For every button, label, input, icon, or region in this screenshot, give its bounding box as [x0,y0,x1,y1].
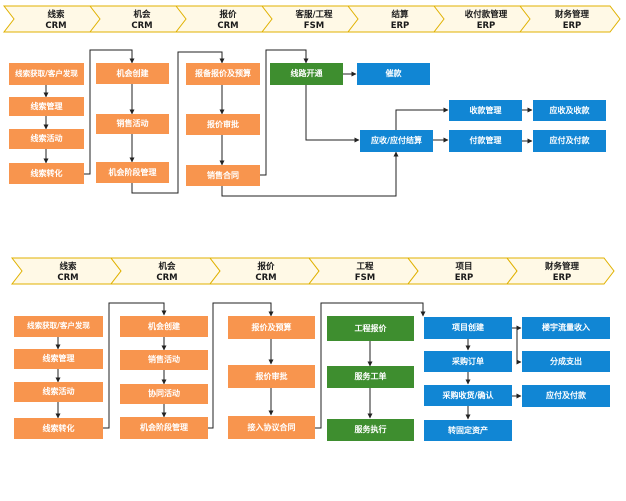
flow1-connector [84,49,135,175]
flow2-traffic-income-box: 楼宇流量收入 [522,317,610,339]
flow2-collab-activity-box: 协同活动 [120,384,208,404]
flow1-lead-activity-box: 线索活动 [9,129,84,149]
flow2-service-exec-box: 服务执行 [327,419,414,441]
flow1-sales-activity-box: 销售活动 [96,114,169,134]
flow1-stage-7-chevron [518,5,621,33]
flow2-fixed-asset-box: 转固定资产 [424,420,512,441]
flow1-stage-7-name: 财务管理 [554,9,590,20]
flow1-lead-manage-box: 线索管理 [9,97,84,116]
flow2-lead-acquire-box: 线索获取/客户发现 [14,316,103,337]
flow1-stage-1-system: CRM [45,21,66,31]
flow1-connector [221,151,399,197]
flow1-connector [305,85,360,143]
flow1-stage-header [2,5,621,33]
flow2-opp-create-box: 机会创建 [120,316,208,337]
flow2-project-create-box: 项目创建 [424,317,512,339]
flow2-stage-5-name: 项目 [455,262,472,272]
flow1-stage-3-system: CRM [217,21,238,31]
flow2-sales-activity-box: 销售活动 [120,350,208,370]
flow1-stage-5-system: ERP [391,21,410,31]
flow2-connector [315,302,426,429]
flow1-stage-2-name: 机会 [133,9,151,20]
flow1-stage-4-name: 客服/工程 [294,9,333,20]
flow2-lead-activity-box: 线索活动 [14,382,103,402]
flow1-connector [395,107,449,130]
flow2-opp-stage-box: 机会阶段管理 [120,417,208,439]
flow1-stage-5-name: 结算 [391,9,409,20]
flow1-stage-2-system: CRM [131,21,152,31]
flow2-stage-5-system: ERP [455,273,474,283]
flow2-stage-2-name: 机会 [158,261,176,272]
flow2-eng-quote-box: 工程报价 [327,316,414,341]
flow1-stage-7-system: ERP [563,21,582,31]
flow1-payment-manage-box: 付款管理 [449,130,522,152]
flow1-collect-box: 催款 [357,63,430,85]
flow1-sales-contract-box: 销售合同 [186,165,260,186]
flow2-stage-6-chevron [505,257,615,285]
flow2-stage-1-system: CRM [57,273,78,283]
flow1-opp-create-box: 机会创建 [96,63,169,84]
flow1-line-open-box: 线路开通 [270,63,343,85]
flow2-stage-header [10,257,615,285]
flow2-connector [516,328,522,365]
flow2-stage-6-system: ERP [553,273,572,283]
flow2-stage-2-system: CRM [156,273,177,283]
flow1-ap-box: 应付及付款 [533,130,606,152]
flow2-contract-box: 接入协议合同 [228,416,315,439]
flow2-stage-6-name: 财务管理 [544,261,580,272]
flow2-quote-review-box: 报价审批 [228,365,315,388]
flow2-purchase-receipt-box: 采购收货/确认 [424,385,512,406]
flow2-stage-1-name: 线索 [59,261,77,272]
flow1-quote-review-box: 报价审批 [186,114,260,135]
flow1-connector [131,51,225,194]
flow2-lead-manage-box: 线索管理 [14,349,103,369]
flow2-connector [103,302,167,429]
flow2-ap-box: 应付及付款 [522,385,610,407]
flow1-stage-1-name: 线索 [47,9,65,20]
flow2-lead-convert-box: 线索转化 [14,418,103,439]
flow1-connectors [43,49,533,197]
flow1-lead-acquire-box: 线索获取/客户发现 [9,63,84,85]
flow1-ar-box: 应收及收款 [533,100,606,121]
flow2-service-order-box: 服务工单 [327,366,414,388]
flow1-opp-stage-box: 机会阶段管理 [96,162,169,183]
flow2-share-expense-box: 分成支出 [522,351,610,372]
flow1-connector [260,49,309,176]
flow1-lead-convert-box: 线索转化 [9,163,84,184]
flow2-stage-4-system: FSM [355,273,375,283]
flow2-stage-4-name: 工程 [356,261,374,272]
flow1-receipt-manage-box: 收款管理 [449,100,522,121]
flow2-stage-3-system: CRM [255,273,276,283]
flow2-purchase-order-box: 采购订单 [424,351,512,372]
flow2-connector [208,302,274,429]
flow2-quote-budget-box: 报价及预算 [228,316,315,339]
flow2-stage-3-name: 报价 [257,261,275,272]
flow1-stage-3-name: 报价 [219,9,237,20]
flow1-quote-budget-box: 报备报价及预算 [186,63,260,85]
flow2-connectors [55,302,522,429]
flow1-stage-6-system: ERP [477,21,496,31]
flow1-settlement-box: 应收/应付结算 [360,130,433,152]
flow1-stage-6-name: 收付款管理 [465,9,508,20]
flow1-stage-4-system: FSM [304,21,324,31]
